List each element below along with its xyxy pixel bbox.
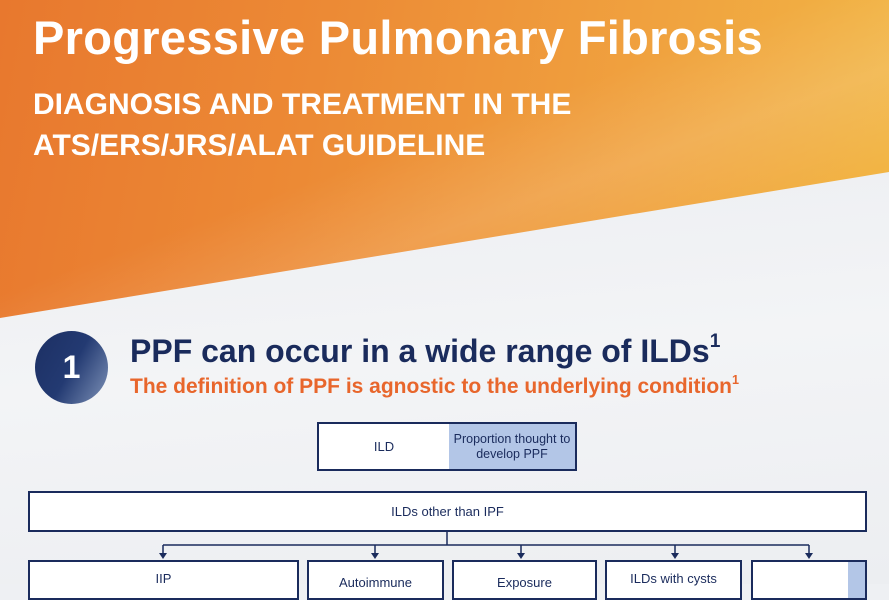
category-label-iip: IIP [155,571,172,586]
subheading-reference: 1 [732,373,740,387]
diagram-root-box: ILDs other than IPF [28,491,867,532]
page-subtitle: DIAGNOSIS AND TREATMENT IN THE ATS/ERS/J… [33,88,572,162]
arrow-head-exposure [517,553,525,559]
legend-key: ILD Proportion thought to develop PPF [317,422,577,471]
heading-reference: 1 [709,331,721,352]
category-box-iip: IIP [28,560,299,600]
category-box-other [751,560,867,600]
arrow-head-autoimmune [371,553,379,559]
diagram-root-label: ILDs other than IPF [391,504,504,519]
diagram-connectors [159,532,813,559]
category-label-cysts: ILDs with cysts [630,571,717,586]
category-box-cysts: ILDs with cysts [605,560,742,600]
category-box-autoimmune: Autoimmune [307,560,444,600]
arrow-head-cysts [671,553,679,559]
legend-proportion-label: Proportion thought to develop PPF [449,424,575,469]
step-number-badge: 1 [35,331,108,404]
section-subheading: The definition of PPF is agnostic to the… [130,373,740,399]
page-title: Progressive Pulmonary Fibrosis [33,11,763,64]
arrow-head-iip [159,553,167,559]
proportion-highlight [848,562,865,598]
section-heading-text: PPF can occur in a wide range of ILDs [130,333,710,369]
category-label-exposure: Exposure [497,575,552,590]
category-label-autoimmune: Autoimmune [339,575,412,590]
category-box-exposure: Exposure [452,560,597,600]
legend-ild-label: ILD [373,439,395,454]
section-heading: PPF can occur in a wide range of ILDs1 [130,331,721,370]
arrow-head-other [805,553,813,559]
section-subheading-text: The definition of PPF is agnostic to the… [130,375,732,398]
